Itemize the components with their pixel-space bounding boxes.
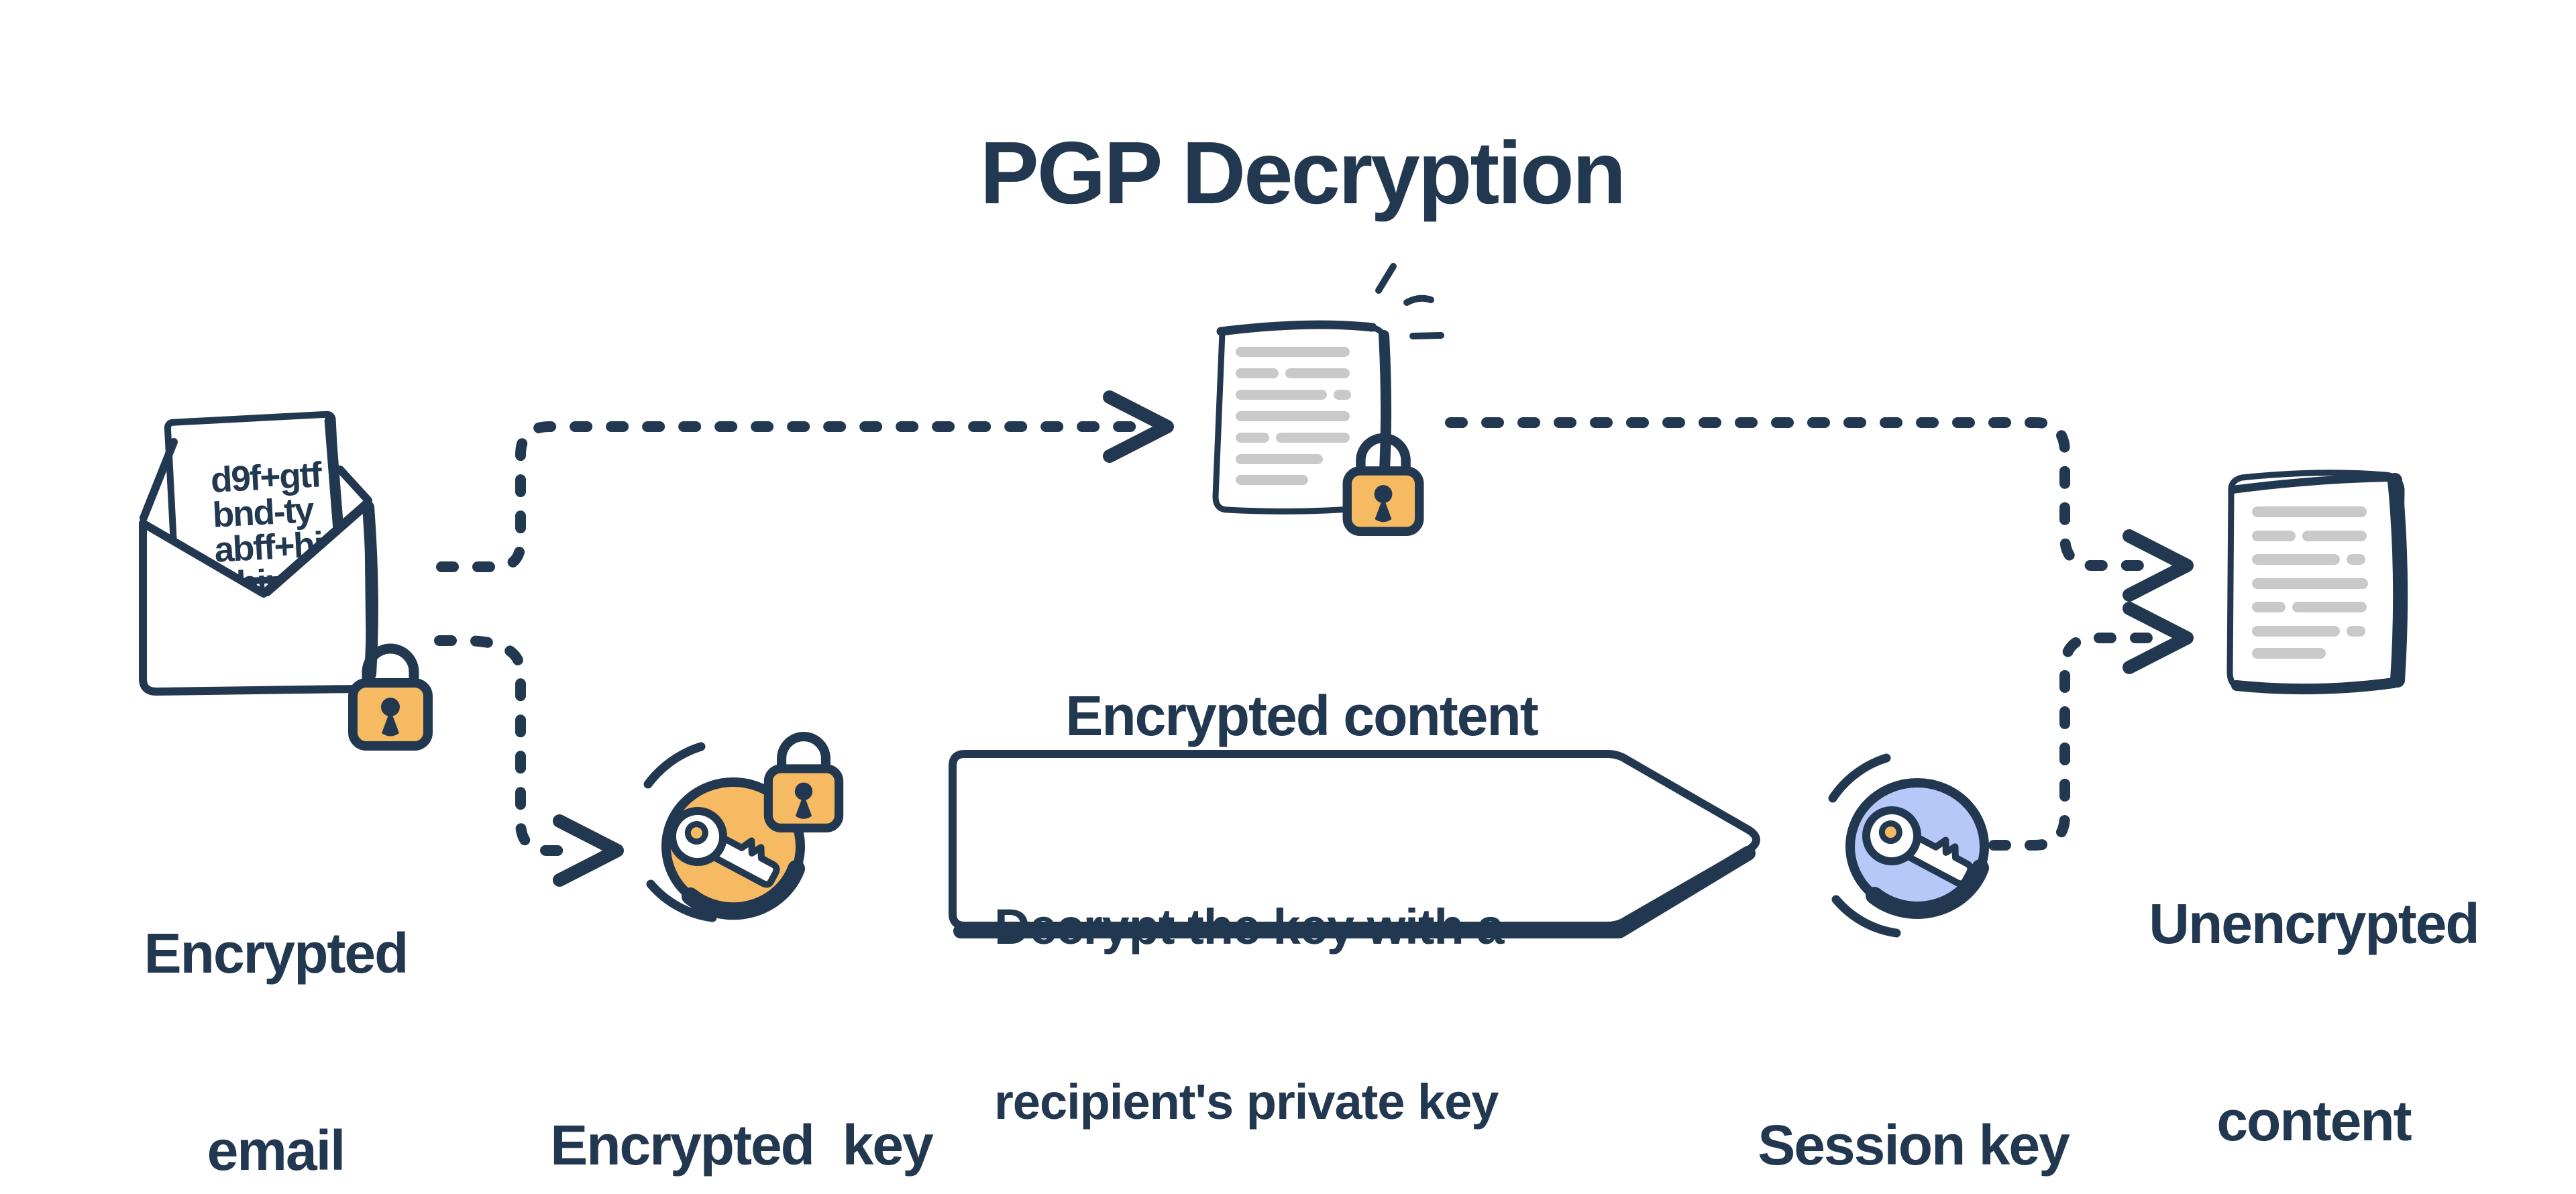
dashed-arrow-email-to-key: [434, 635, 624, 887]
page-title: PGP Decryption: [979, 123, 1627, 222]
decrypt-banner-text: Decrypt the key with a recipient's priva…: [994, 781, 1504, 1194]
document-text-lines: [2252, 506, 2368, 659]
encrypted-content-label: Encrypted content: [1065, 551, 1538, 880]
arc-mark: [646, 879, 717, 922]
label-line: content: [2216, 1089, 2412, 1152]
sparkle-icon: [1375, 263, 1444, 339]
unencrypted-content-label: Unencrypted content: [2149, 759, 2479, 1194]
dashed-arrow-session-to-unencrypted: [1988, 602, 2194, 851]
encrypted-email-label: Encrypted email: [144, 789, 409, 1194]
label-line: Unencrypted: [2149, 892, 2479, 955]
envelope-flap-right: [336, 466, 372, 504]
padlock-icon: [353, 649, 428, 746]
arc-mark: [643, 742, 706, 789]
unencrypted-content-icon: [2226, 470, 2408, 695]
dashed-arrow-email-to-content: [436, 390, 1174, 572]
cipher-text-line: d9f+gtf: [210, 455, 323, 500]
cipher-text-line: bnd-ty: [211, 490, 315, 535]
label-line: Encrypted key: [550, 1114, 934, 1177]
label-line: Encrypted: [144, 922, 409, 985]
banner-line: recipient's private key: [994, 1074, 1499, 1130]
arc-mark: [1828, 753, 1891, 803]
label-line: Encrypted content: [1065, 684, 1538, 747]
arc-mark: [1831, 895, 1901, 938]
encrypted-key-icon: [643, 737, 839, 922]
label-line: email: [207, 1119, 346, 1182]
session-key-icon: [1828, 753, 1989, 938]
session-key-label: Session key: [1758, 981, 2070, 1194]
envelope-flap-left: [140, 438, 178, 522]
banner-line: Decrypt the key with a: [994, 899, 1504, 955]
encrypted-content-icon: [1212, 263, 1444, 531]
label-line: Session key: [1758, 1114, 2070, 1177]
dashed-arrow-content-to-unencrypted: [1445, 417, 2194, 602]
decrypt-banner: [949, 750, 1760, 938]
encrypted-key-label: Encrypted key: [550, 981, 934, 1194]
encrypted-email-icon: d9f+gtf bnd-ty abff+hj übju-k: [139, 411, 428, 746]
padlock-icon: [768, 737, 839, 828]
cipher-paper: d9f+gtf bnd-ty abff+hj übju-k: [164, 411, 345, 605]
document-text-lines: [1236, 347, 1351, 485]
